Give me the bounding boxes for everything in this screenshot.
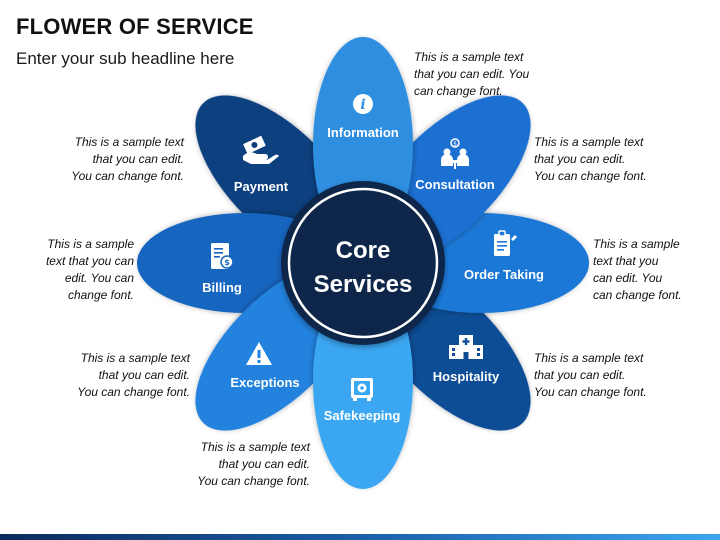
center-title-line2: Services <box>314 271 413 298</box>
footer-accent-bar <box>0 534 720 540</box>
description-billing: This is a sample text that you can edit.… <box>45 237 134 302</box>
info-icon: i <box>353 94 373 114</box>
petal-label-consultation: Consultation <box>415 177 494 192</box>
petal-label-exceptions: Exceptions <box>230 375 299 390</box>
svg-text:$: $ <box>224 258 230 267</box>
slide-subtitle: Enter your sub headline here <box>16 49 235 68</box>
description-payment: This is a sample text that you can edit.… <box>71 135 184 183</box>
description-hospitality: This is a sample text that you can edit.… <box>534 351 647 399</box>
description-safekeeping: This is a sample text that you can edit.… <box>197 440 310 488</box>
petal-label-payment: Payment <box>234 179 289 194</box>
petal-label-safekeeping: Safekeeping <box>324 408 401 423</box>
svg-text:i: i <box>360 97 365 113</box>
safe-icon <box>351 378 373 401</box>
petal-label-hospitality: Hospitality <box>433 369 500 384</box>
petal-label-billing: Billing <box>202 280 242 295</box>
description-information: This is a sample text that you can edit.… <box>414 50 530 98</box>
clipboard-icon <box>494 230 517 256</box>
description-exceptions: This is a sample text that you can edit.… <box>77 351 190 399</box>
petal-label-information: Information <box>327 125 399 140</box>
center-ring <box>281 181 445 345</box>
hospital-icon <box>449 335 483 359</box>
center-title-line1: Core <box>336 237 391 264</box>
description-order-taking: This is a sample text that you can edit.… <box>593 237 682 302</box>
description-consultation: This is a sample text that you can edit.… <box>534 135 647 183</box>
svg-text:$: $ <box>453 141 457 148</box>
meeting-icon: $ <box>441 138 469 169</box>
petal-label-order-taking: Order Taking <box>464 267 544 282</box>
warning-icon <box>246 342 272 365</box>
slide-title: FLOWER OF SERVICE <box>16 14 254 39</box>
payment-icon <box>243 136 279 164</box>
bill-icon: $ <box>211 243 234 269</box>
center-inner-ring <box>287 187 439 339</box>
